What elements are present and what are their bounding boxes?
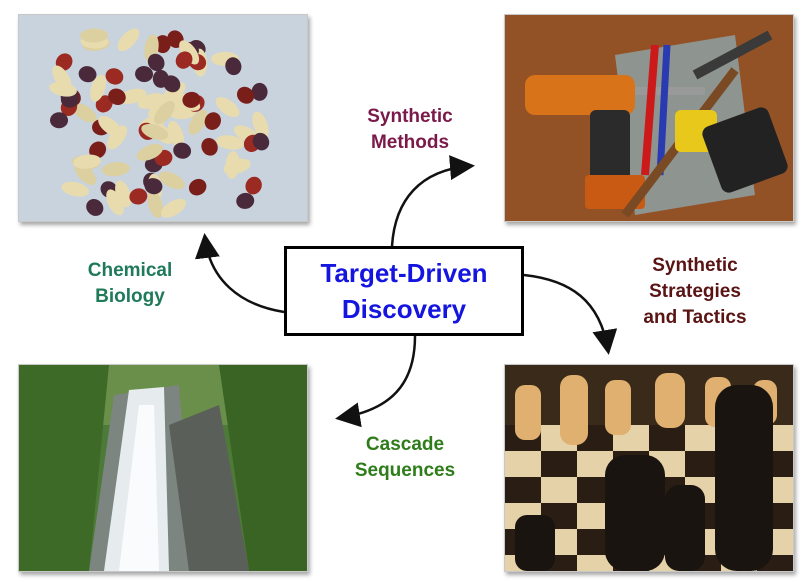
label-cascade-sequences: Cascade Sequences (354, 434, 456, 481)
chess-photo (504, 364, 794, 572)
center-title-line1: Target-Driven (320, 258, 488, 288)
pill-shape (52, 65, 72, 91)
pill-shape (78, 66, 97, 83)
arrow-to-chemical-biology (194, 233, 285, 314)
pill-shape (105, 68, 124, 85)
pill-shape (163, 75, 181, 93)
tools-photo (504, 14, 794, 222)
board-square (505, 477, 541, 503)
pill-shape (80, 28, 109, 43)
pill-shape (108, 88, 126, 105)
label-chemical-biology: Chemical Biology (87, 260, 173, 307)
pill-shape (154, 100, 175, 125)
pill-shape (147, 190, 164, 218)
board-square (541, 451, 577, 477)
center-box: Target-Driven Discovery (284, 246, 524, 336)
pill-shape (223, 158, 251, 175)
pill-shape (135, 66, 154, 83)
pill-shape (216, 135, 244, 150)
pill-shape (89, 141, 107, 159)
arrow-to-synthetic-methods (390, 155, 475, 247)
pill-shape (236, 192, 255, 209)
pill-shape (72, 102, 97, 123)
pill-shape (182, 91, 201, 108)
pill-shape (154, 35, 171, 54)
pill-shape (55, 53, 73, 71)
pill-shape (179, 40, 200, 65)
pill-shape (137, 93, 165, 109)
arrow-to-cascade (335, 335, 417, 428)
pill-shape (188, 109, 208, 135)
pill-shape (160, 198, 186, 218)
label-synthetic-strategies: Synthetic Strategies and Tactics (643, 255, 747, 328)
pill-shape (215, 97, 240, 118)
pill-shape (95, 95, 113, 113)
pills-photo (18, 14, 308, 222)
pill-shape (90, 74, 107, 102)
pill-shape (173, 142, 192, 159)
pill-shape (167, 120, 184, 148)
pill-shape (106, 125, 128, 150)
pill-shape (188, 178, 207, 196)
pill-shape (201, 138, 218, 156)
pill-shape (147, 53, 165, 72)
pill-shape (252, 111, 269, 139)
waterfall-photo (18, 364, 308, 572)
board-square (541, 477, 577, 503)
pill-shape (175, 51, 193, 69)
pill-shape (136, 143, 163, 161)
label-synthetic-methods: Synthetic Methods (367, 106, 453, 153)
pill-shape (245, 176, 262, 195)
arrow-to-strategies (523, 273, 618, 355)
pill-shape (115, 180, 132, 208)
pill-shape (98, 116, 122, 137)
pill-shape (252, 132, 270, 151)
pill-shape (73, 154, 102, 169)
board-square (577, 555, 613, 571)
pill-shape (251, 82, 268, 101)
pill-shape (86, 199, 104, 216)
pill-shape (236, 86, 255, 104)
pill-shape (61, 181, 89, 197)
pill-shape (50, 112, 69, 129)
pill-shape (158, 171, 185, 190)
board-square (649, 425, 685, 451)
pill-shape (106, 189, 124, 216)
pill-shape (129, 188, 148, 205)
pill-shape (225, 57, 242, 76)
board-square (505, 451, 541, 477)
pill-shape (117, 28, 140, 52)
pill-shape (144, 178, 163, 195)
pill-shape (141, 123, 169, 140)
pill-shape (101, 162, 130, 177)
center-title-line2: Discovery (341, 294, 467, 324)
pill-shape (204, 112, 221, 130)
